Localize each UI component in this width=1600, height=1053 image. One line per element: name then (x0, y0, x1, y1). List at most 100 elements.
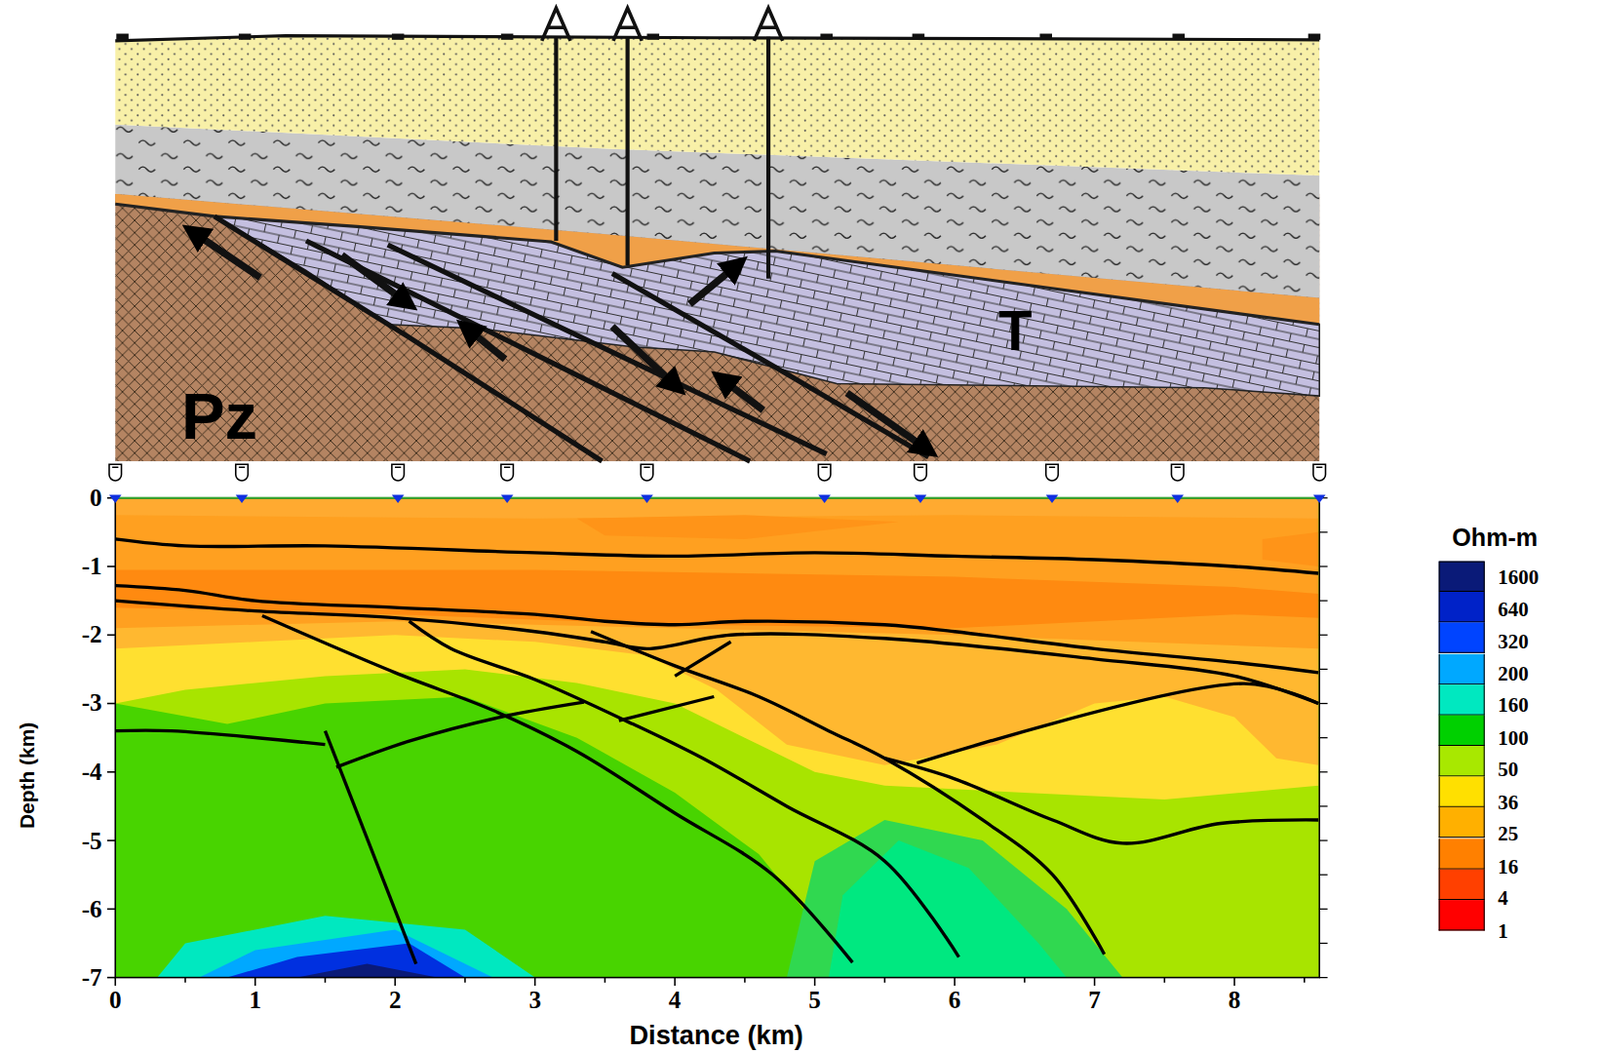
tick-label: 6 (948, 986, 962, 1015)
surface-marker (647, 34, 661, 40)
interpreted-boundary (115, 600, 1319, 703)
station-symbol (235, 464, 249, 481)
derrick-symbol (753, 7, 782, 40)
surface-marker (116, 34, 129, 40)
station-triangle (391, 495, 405, 504)
legend-label: 1600 (1497, 565, 1539, 588)
resistivity-contour (297, 964, 437, 978)
resistivity-contour (115, 498, 1319, 800)
fault-arrow (194, 233, 261, 278)
right-tick (1319, 702, 1327, 704)
legend-swatch (1439, 838, 1485, 870)
well-bore (766, 37, 771, 279)
well-bore (625, 37, 630, 266)
interpreted-boundary (590, 631, 1105, 955)
well-bore (553, 37, 558, 241)
fault-line (612, 273, 929, 457)
legend-label: 4 (1497, 887, 1508, 910)
tick-label: 4 (668, 986, 682, 1015)
legend-label: 160 (1497, 694, 1528, 717)
legend-swatch (1439, 561, 1485, 593)
station-symbol (1313, 464, 1327, 481)
x-tick (814, 977, 817, 986)
station-triangle (1313, 495, 1327, 504)
x-tick (324, 977, 327, 983)
legend-label: 16 (1497, 855, 1519, 878)
legend-swatch (1439, 868, 1485, 900)
right-tick (1319, 839, 1327, 841)
top-baseline (115, 497, 1320, 500)
x-tick (953, 977, 956, 986)
fault-line (306, 240, 750, 462)
x-tick (1164, 977, 1167, 983)
legend-swatch (1439, 684, 1485, 716)
interpreted-boundary (262, 616, 853, 964)
station-triangle (914, 495, 928, 504)
surface-marker (912, 34, 926, 40)
tick-label: -5 (81, 826, 103, 855)
right-tick (1319, 668, 1327, 670)
interpreted-boundary (336, 702, 585, 768)
right-tick (1319, 737, 1327, 739)
resistivity-contour (198, 929, 493, 977)
surface-marker (238, 34, 252, 40)
surface-marker (1039, 34, 1053, 40)
fault-arrow (689, 265, 737, 305)
right-tick (1319, 599, 1327, 601)
resistivity-contour (156, 915, 535, 977)
x-tick (1093, 977, 1096, 986)
resistivity-contour (227, 942, 466, 977)
fault-arrow (612, 326, 676, 387)
station-symbol (1046, 464, 1059, 481)
fault-arrow (342, 255, 407, 303)
fault-arrow (847, 392, 928, 450)
resistivity-contour (115, 570, 1319, 629)
y-tick (107, 839, 116, 842)
tick-label: 0 (89, 484, 103, 512)
right-tick (1319, 771, 1327, 773)
legend-label: 50 (1497, 758, 1519, 781)
x-tick (884, 977, 887, 983)
station-triangle (501, 495, 514, 504)
plot-axes (107, 464, 1328, 986)
fault-line (388, 244, 827, 455)
interpreted-boundary (409, 621, 960, 957)
x-tick (1233, 977, 1236, 986)
right-tick (1319, 908, 1327, 910)
station-triangle (1046, 495, 1059, 504)
right-tick (1319, 531, 1327, 533)
x-tick (464, 977, 467, 983)
x-tick (604, 977, 607, 983)
x-tick (1023, 977, 1026, 983)
legend-swatch (1439, 745, 1485, 778)
tick-label: 2 (389, 986, 402, 1015)
interpreted-boundary (916, 683, 1319, 764)
y-tick (107, 702, 116, 705)
right-tick (1319, 874, 1327, 876)
ground-surface (115, 36, 1320, 41)
station-symbol (640, 464, 654, 481)
station-symbol (818, 464, 831, 481)
sand-layer (115, 36, 1320, 176)
x-tick (254, 977, 257, 986)
tick-label: -6 (81, 896, 103, 924)
plot-frame (115, 498, 1320, 978)
legend-swatch (1439, 714, 1485, 746)
legend-label: 640 (1497, 597, 1528, 621)
legend-swatch (1439, 653, 1485, 685)
legend-swatch (1439, 777, 1485, 809)
legend-swatch (1439, 591, 1485, 624)
station-triangle (818, 495, 831, 504)
interpreted-boundary (674, 641, 731, 676)
surface-marker (391, 34, 405, 40)
resistivity-section (115, 498, 1320, 978)
x-tick (743, 977, 746, 983)
y-tick (107, 976, 116, 979)
x-tick (1303, 977, 1306, 983)
y-tick (107, 565, 116, 568)
tick-label: 7 (1088, 986, 1101, 1015)
interpreted-boundary (115, 539, 1319, 574)
interpreted-boundary (619, 697, 715, 722)
tick-label: 0 (109, 986, 122, 1015)
station-symbol (109, 464, 122, 481)
